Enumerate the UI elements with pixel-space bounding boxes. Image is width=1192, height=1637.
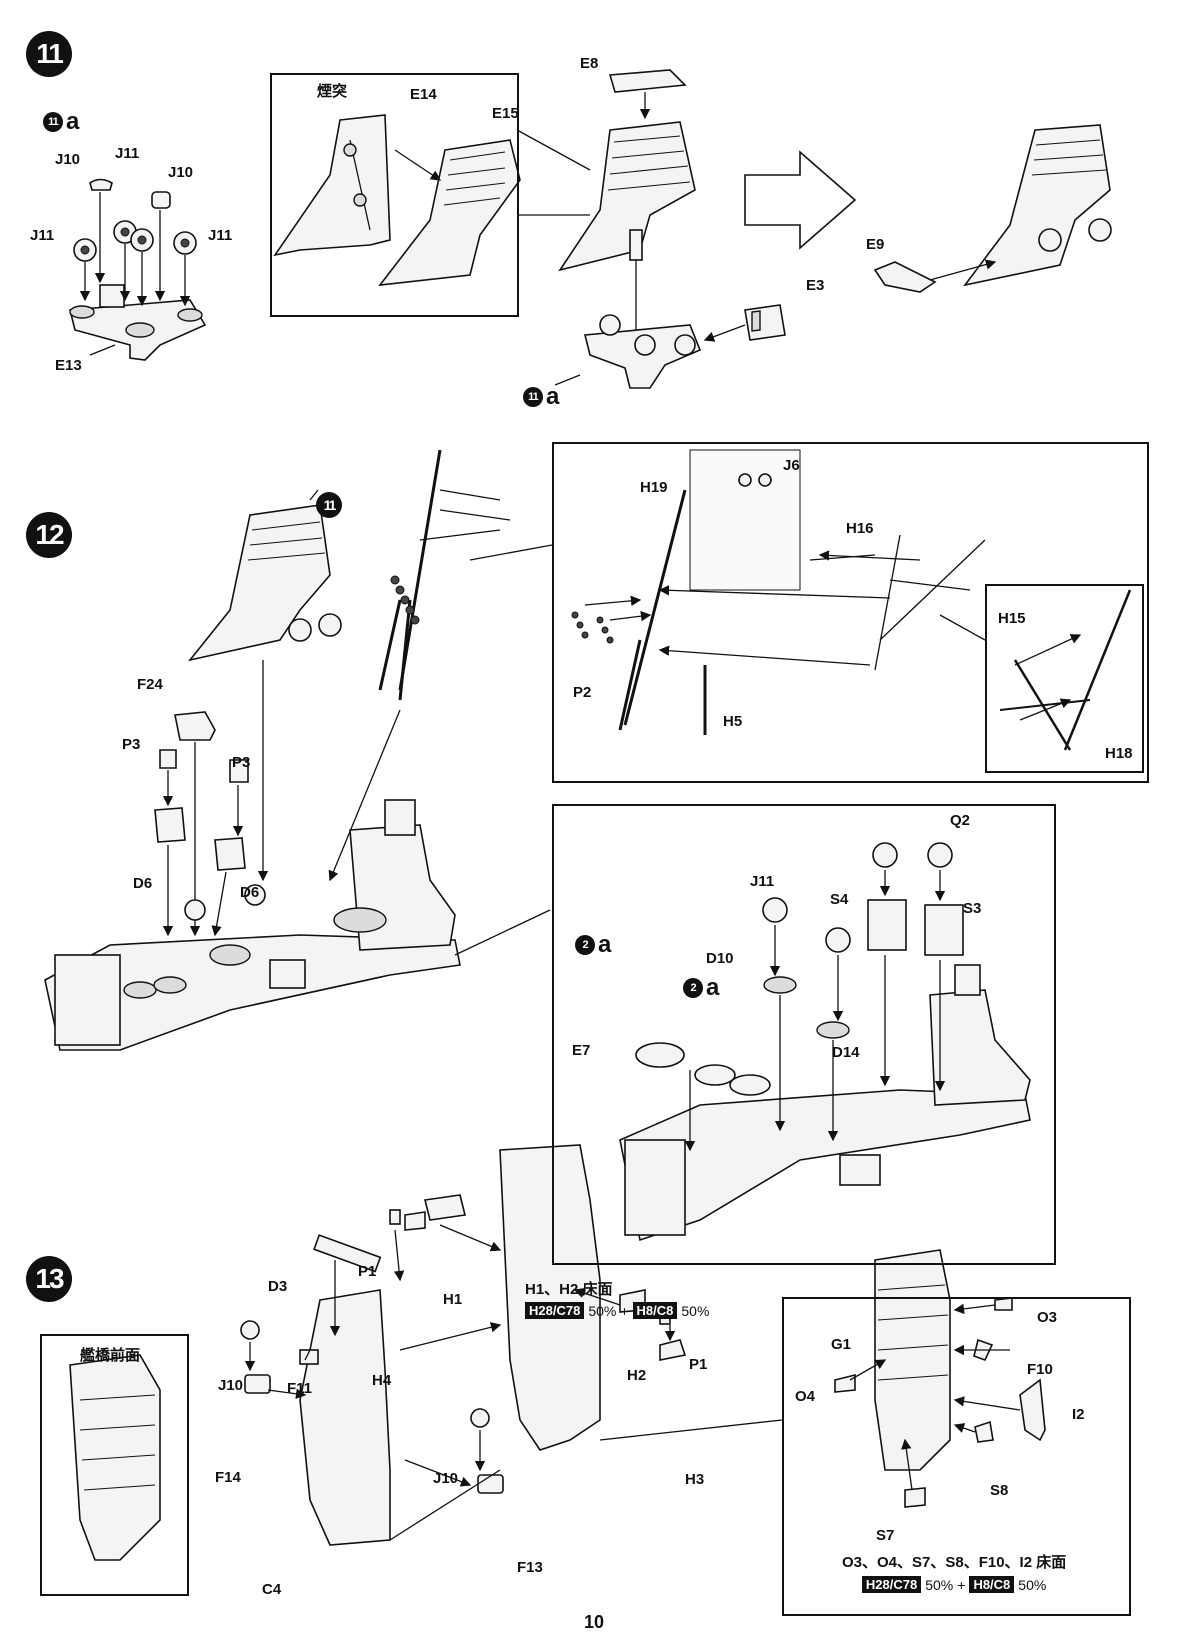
h15-h18-artwork bbox=[999, 589, 1132, 751]
step-13-badge: 13 bbox=[26, 1256, 72, 1302]
label-H15: H15 bbox=[998, 610, 1026, 627]
label-P1-top: P1 bbox=[358, 1263, 377, 1280]
label-J11-hull: J11 bbox=[750, 873, 775, 890]
funnel-box-artwork bbox=[273, 114, 521, 287]
h15-h18-inset-box bbox=[985, 584, 1144, 773]
label-E9: E9 bbox=[866, 236, 885, 253]
label-E13: E13 bbox=[55, 357, 82, 374]
label-S7: S7 bbox=[876, 1527, 895, 1544]
label-S3: S3 bbox=[963, 900, 982, 917]
label-J11-right: J11 bbox=[208, 227, 233, 244]
label-D14: D14 bbox=[832, 1044, 860, 1061]
label-D6-right: D6 bbox=[240, 884, 260, 901]
paint-instruction-2: O3、O4、S7、S8、F10、I2 床面 H28/C78 50% + H8/C… bbox=[842, 1554, 1067, 1593]
label-F11: F11 bbox=[287, 1380, 313, 1397]
big-right-arrow bbox=[744, 150, 857, 250]
label-P3-left: P3 bbox=[122, 736, 141, 753]
label-S4: S4 bbox=[830, 891, 849, 908]
label-D10: D10 bbox=[706, 950, 734, 967]
funnel-detail-box bbox=[270, 73, 519, 317]
label-S8: S8 bbox=[990, 1482, 1009, 1499]
hull-detail-box bbox=[552, 804, 1056, 1265]
label-P3-right: P3 bbox=[232, 754, 251, 771]
label-O4: O4 bbox=[795, 1388, 816, 1405]
mast-detail-box bbox=[552, 442, 1149, 783]
label-E15: E15 bbox=[492, 105, 519, 122]
sub-assembly-11a-center bbox=[583, 314, 702, 389]
label-H3: H3 bbox=[685, 1471, 705, 1488]
paint-instruction-1: H1、H2 床面 H28/C78 50% + H8/C8 50% bbox=[525, 1281, 710, 1319]
funnel-assembled bbox=[558, 69, 696, 272]
label-F10: F10 bbox=[1027, 1361, 1053, 1378]
label-H2: H2 bbox=[627, 1367, 647, 1384]
label-E3: E3 bbox=[806, 277, 825, 294]
label-G1: G1 bbox=[831, 1336, 852, 1353]
label-P2: P2 bbox=[573, 684, 592, 701]
label-P1-right: P1 bbox=[689, 1356, 708, 1373]
step-12-badge: 12 bbox=[26, 512, 72, 558]
mainmast-tripod bbox=[378, 449, 511, 701]
label-F24: F24 bbox=[137, 676, 163, 693]
label-E7: E7 bbox=[572, 1042, 591, 1059]
j11-searchlight-parts bbox=[73, 178, 197, 262]
label-J10-right: J10 bbox=[433, 1470, 459, 1487]
bridge-front-title: 艦橋前面 bbox=[80, 1347, 141, 1364]
step12-small-parts bbox=[154, 711, 249, 871]
bridge-front-inset-art bbox=[69, 1354, 161, 1561]
label-J10-right: J10 bbox=[168, 164, 194, 181]
label-E8: E8 bbox=[580, 55, 599, 72]
label-J11-top: J11 bbox=[115, 145, 140, 162]
label-J10-left: J10 bbox=[55, 151, 81, 168]
label-J11-left: J11 bbox=[30, 227, 55, 244]
step12-hull-deck bbox=[44, 799, 461, 1051]
bridge-front-inset-box bbox=[40, 1334, 189, 1596]
label-J6: J6 bbox=[783, 457, 800, 474]
label-H18: H18 bbox=[1105, 745, 1133, 762]
label-H19: H19 bbox=[640, 479, 668, 496]
funnel-final bbox=[873, 124, 1112, 293]
label-J10-left: J10 bbox=[218, 1377, 244, 1394]
e3-part bbox=[744, 304, 786, 341]
label-H1: H1 bbox=[443, 1291, 463, 1308]
bridge-tower-detail-box bbox=[782, 1297, 1131, 1616]
step-11-ref-badge: 11 bbox=[316, 492, 342, 518]
label-F13: F13 bbox=[517, 1559, 543, 1576]
label-Q2: Q2 bbox=[950, 812, 971, 829]
step12-funnel bbox=[187, 504, 342, 662]
label-O3: O3 bbox=[1037, 1309, 1058, 1326]
step-11-badge: 11 bbox=[26, 31, 72, 77]
mast-detail-artwork bbox=[571, 449, 986, 735]
label-C4: C4 bbox=[262, 1581, 282, 1598]
label-H16: H16 bbox=[846, 520, 874, 537]
label-F14: F14 bbox=[215, 1469, 241, 1486]
label-I2: I2 bbox=[1072, 1406, 1085, 1423]
bridge-tower-detail-art bbox=[834, 1249, 1046, 1508]
label-H4: H4 bbox=[372, 1372, 392, 1389]
bridge-center-art bbox=[240, 1144, 687, 1546]
label-E14: E14 bbox=[410, 86, 437, 103]
e13-base-part bbox=[68, 284, 207, 361]
funnel-box-title: 煙突 bbox=[317, 83, 348, 100]
page-number: 10 bbox=[584, 1612, 605, 1632]
label-D6-left: D6 bbox=[133, 875, 153, 892]
step12-detail-hull bbox=[619, 842, 1031, 1242]
label-D3: D3 bbox=[268, 1278, 288, 1295]
label-H5: H5 bbox=[723, 713, 743, 730]
